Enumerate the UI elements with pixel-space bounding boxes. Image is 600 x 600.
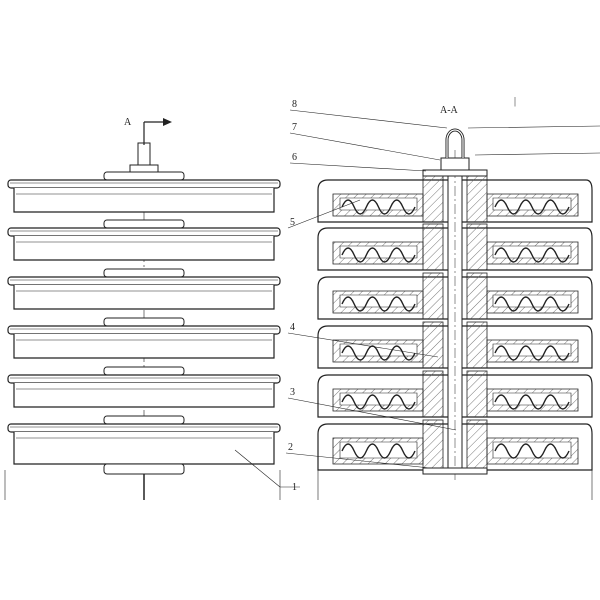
cavity-left: [339, 343, 418, 357]
tray-body: [13, 188, 275, 213]
spacer-block-left: [422, 321, 444, 369]
cavity-right: [492, 197, 572, 211]
spacer-block-right: [466, 272, 488, 320]
spacer-block-left: [422, 175, 444, 223]
svg-text:5: 5: [290, 217, 295, 228]
spacer-block-left: [422, 272, 444, 320]
wave-insert-left: [341, 296, 416, 312]
hub: [103, 415, 185, 425]
spacer-block-left: [422, 223, 444, 271]
tray-side: [7, 415, 281, 465]
cavity-right: [492, 343, 572, 357]
wave-insert-right: [494, 296, 570, 312]
cavity-right: [492, 392, 572, 406]
tray-side: [7, 317, 281, 359]
section-arrow-icon: [163, 118, 172, 126]
spacer-block-right: [466, 370, 488, 418]
spacer-block-right: [466, 321, 488, 369]
hub: [103, 171, 185, 181]
callout-2: 2: [285, 442, 431, 469]
tray-body: [13, 334, 275, 359]
bottom-hub: [103, 463, 185, 475]
tray-side: [7, 171, 281, 213]
wave-insert-right: [494, 247, 570, 263]
wave-insert-left: [341, 345, 416, 361]
section-marker-label: A: [124, 117, 132, 128]
wave-insert-right: [494, 345, 570, 361]
cavity-left: [339, 294, 418, 308]
tray-rim: [7, 179, 281, 189]
spacer-block-right: [466, 175, 488, 223]
tray-body: [13, 285, 275, 310]
wave-insert-left: [341, 247, 416, 263]
hub: [103, 219, 185, 229]
callout-5: 5: [287, 199, 361, 229]
callout-3: 3: [287, 387, 457, 431]
tray-body: [13, 383, 275, 408]
wave-insert-left: [341, 199, 416, 215]
cavity-left: [339, 245, 418, 259]
svg-text:2: 2: [288, 442, 293, 453]
callout-4: 4: [287, 322, 439, 358]
section-title: A-A: [440, 105, 459, 116]
svg-text:8: 8: [292, 99, 297, 110]
tray-side: [7, 219, 281, 261]
lifting-eye-inner: [446, 129, 464, 158]
lifting-eye: [137, 142, 151, 166]
hub: [103, 268, 185, 278]
tray-section: [317, 419, 593, 471]
top-mark: |: [514, 96, 516, 107]
hub: [103, 317, 185, 327]
section-marker: A: [124, 117, 172, 145]
tray-section: [317, 272, 593, 320]
callouts: 8 7 6 5 4 3 2 1: [234, 99, 600, 493]
tray-side: [7, 366, 281, 408]
bottom-plate: [422, 467, 488, 475]
spacer-block-right: [466, 419, 488, 471]
svg-text:1: 1: [292, 482, 297, 493]
callout-1: 1: [234, 449, 300, 493]
wave-insert-right: [494, 443, 570, 459]
wave-insert-left: [341, 443, 416, 459]
tray-side: [7, 268, 281, 310]
wave-insert-right: [494, 199, 570, 215]
svg-text:7: 7: [292, 122, 297, 133]
cavity-right: [492, 245, 572, 259]
side-elevation-view: [4, 142, 281, 500]
hub: [103, 366, 185, 376]
spacer-block-left: [422, 419, 444, 471]
spacer-block-right: [466, 223, 488, 271]
cavity-right: [492, 294, 572, 308]
wave-insert-right: [494, 394, 570, 410]
svg-text:4: 4: [290, 322, 295, 333]
svg-text:6: 6: [292, 152, 297, 163]
callout-8: 8: [289, 99, 600, 129]
nut: [440, 157, 470, 171]
callout-7: 7: [289, 122, 600, 161]
cavity-left: [339, 392, 418, 406]
tray-rim: [7, 423, 281, 433]
cavity-left: [339, 197, 418, 211]
tray-rim: [7, 374, 281, 384]
svg-text:3: 3: [290, 387, 295, 398]
tray-rim: [7, 227, 281, 237]
top-washer-plate: [422, 169, 488, 177]
tray-rim: [7, 276, 281, 286]
tray-body: [13, 432, 275, 465]
section-view: [317, 128, 593, 500]
callout-6: 6: [289, 152, 427, 172]
spacer-block-left: [422, 370, 444, 418]
tray-body: [13, 236, 275, 261]
wave-insert-left: [341, 394, 416, 410]
tray-rim: [7, 325, 281, 335]
